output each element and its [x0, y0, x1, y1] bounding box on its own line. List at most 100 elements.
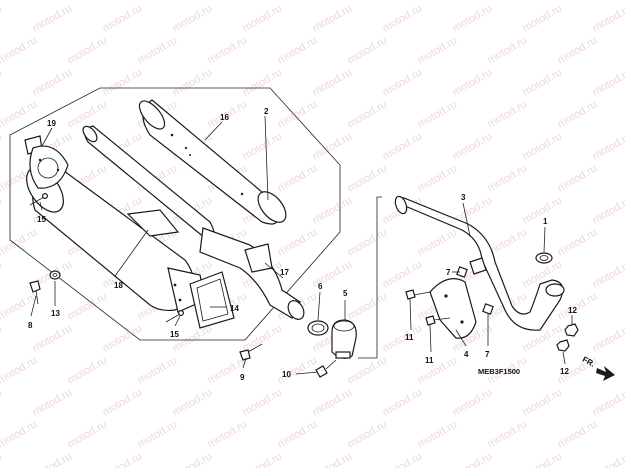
watermark-text: motod.ru: [0, 194, 4, 226]
screw-15-upper: [29, 193, 48, 206]
callout-4: 4: [464, 350, 469, 359]
watermark-text: motod.ru: [136, 34, 180, 66]
watermark-text: motod.ru: [206, 0, 250, 3]
callout-13: 13: [51, 309, 60, 318]
watermark-text: motod.ru: [416, 354, 460, 386]
watermark-text: motod.ru: [0, 130, 4, 162]
callout-8: 8: [28, 321, 33, 330]
watermark-text: motod.ru: [276, 34, 320, 66]
watermark-text: motod.ru: [311, 194, 355, 226]
bolt-11-lower: [425, 315, 451, 326]
leader-lines: [30, 115, 573, 375]
watermark-text: motod.ru: [276, 98, 320, 130]
watermark-text: motod.ru: [241, 66, 285, 98]
callout-5: 5: [343, 289, 348, 298]
watermark-text: motod.ru: [346, 0, 390, 3]
screw-15-lower: [165, 310, 185, 323]
watermark-text: motod.ru: [451, 66, 495, 98]
watermark-text: motod.ru: [101, 386, 145, 418]
ring-6: [307, 320, 329, 336]
watermark-text: motod.ru: [416, 162, 460, 194]
front-direction-arrow: [596, 366, 615, 381]
bolt-10: [315, 359, 337, 378]
watermark-text: motod.ru: [311, 450, 355, 468]
watermark-text: motod.ru: [381, 322, 425, 354]
watermark-text: motod.ru: [346, 418, 390, 450]
watermark-text: motod.ru: [521, 130, 565, 162]
watermark-text: motod.ru: [346, 34, 390, 66]
end-cap-19: [24, 135, 69, 189]
watermark-text: motod.ru: [451, 450, 495, 468]
watermark-text: motod.ru: [311, 130, 355, 162]
watermark-text: motod.ru: [346, 98, 390, 130]
callout-12-upper: 12: [568, 306, 577, 315]
watermark-text: motod.ru: [346, 162, 390, 194]
callout-19: 19: [47, 119, 56, 128]
callout-9: 9: [240, 373, 245, 382]
callout-7-upper: 7: [446, 268, 451, 277]
watermark-text: motod.ru: [486, 0, 530, 3]
watermark-text: motod.ru: [31, 66, 75, 98]
watermark-text: motod.ru: [311, 66, 355, 98]
header-pipe-3: [394, 195, 565, 331]
watermark-text: motod.ru: [0, 322, 4, 354]
watermark-text: motod.ru: [381, 66, 425, 98]
watermark-text: motod.ru: [136, 0, 180, 3]
callout-15-lower: 15: [170, 330, 179, 339]
bolt-8: [29, 280, 41, 305]
callout-17: 17: [280, 268, 289, 277]
watermark-text: motod.ru: [381, 450, 425, 468]
gasket-14: [189, 271, 235, 329]
watermark-text: motod.ru: [486, 418, 530, 450]
watermark-text: motod.ru: [0, 226, 39, 258]
watermark-text: motod.ru: [101, 66, 145, 98]
watermark-text: motod.ru: [171, 450, 215, 468]
watermark-text: motod.ru: [66, 0, 110, 3]
watermark-text: motod.ru: [241, 2, 285, 34]
watermark-text: motod.ru: [66, 290, 110, 322]
clip-7-lower: [482, 303, 494, 315]
watermark-text: motod.ru: [276, 0, 320, 3]
watermark-text: motod.ru: [451, 2, 495, 34]
watermark-text: motod.ru: [521, 386, 565, 418]
callout-11-lower: 11: [425, 356, 434, 365]
clip-7-upper: [456, 266, 468, 278]
callout-1: 1: [543, 217, 548, 226]
heat-shield-4: [429, 278, 477, 339]
callout-7-lower: 7: [485, 350, 490, 359]
watermark-text: motod.ru: [311, 2, 355, 34]
watermark-text: motod.ru: [381, 130, 425, 162]
watermark-text: motod.ru: [416, 98, 460, 130]
watermark-text: motod.ru: [381, 386, 425, 418]
watermark-text: motod.ru: [451, 386, 495, 418]
watermark-text: motod.ru: [276, 226, 320, 258]
watermark-text: motod.ru: [521, 2, 565, 34]
watermark-text: motod.ru: [136, 418, 180, 450]
watermark-text: motod.ru: [0, 258, 4, 290]
watermark-text: motod.ru: [591, 2, 625, 34]
watermark-text: motod.ru: [171, 2, 215, 34]
callout-10: 10: [282, 370, 291, 379]
watermark-text: motod.ru: [416, 226, 460, 258]
watermark-text: motod.ru: [416, 0, 460, 3]
header-group-bracket: [358, 196, 382, 359]
watermark-text: motod.ru: [241, 130, 285, 162]
watermark-text: motod.ru: [0, 66, 4, 98]
watermark-text: motod.ru: [206, 34, 250, 66]
watermark-text: motod.ru: [66, 98, 110, 130]
watermark-text: motod.ru: [381, 258, 425, 290]
watermark-text: motod.ru: [0, 354, 39, 386]
watermark-text: motod.ru: [31, 386, 75, 418]
watermark-text: motod.ru: [556, 34, 600, 66]
watermark-text: motod.ru: [591, 386, 625, 418]
watermark-text: motod.ru: [346, 226, 390, 258]
watermark-text: motod.ru: [206, 418, 250, 450]
watermark-text: motod.ru: [556, 418, 600, 450]
bolt-11-upper: [405, 289, 431, 300]
watermark-text: motod.ru: [31, 322, 75, 354]
callout-6: 6: [318, 282, 323, 291]
watermark-text: motod.ru: [0, 34, 39, 66]
watermark-text: motod.ru: [556, 0, 600, 3]
watermark-text: motod.ru: [451, 130, 495, 162]
watermark-text: motod.ru: [416, 418, 460, 450]
